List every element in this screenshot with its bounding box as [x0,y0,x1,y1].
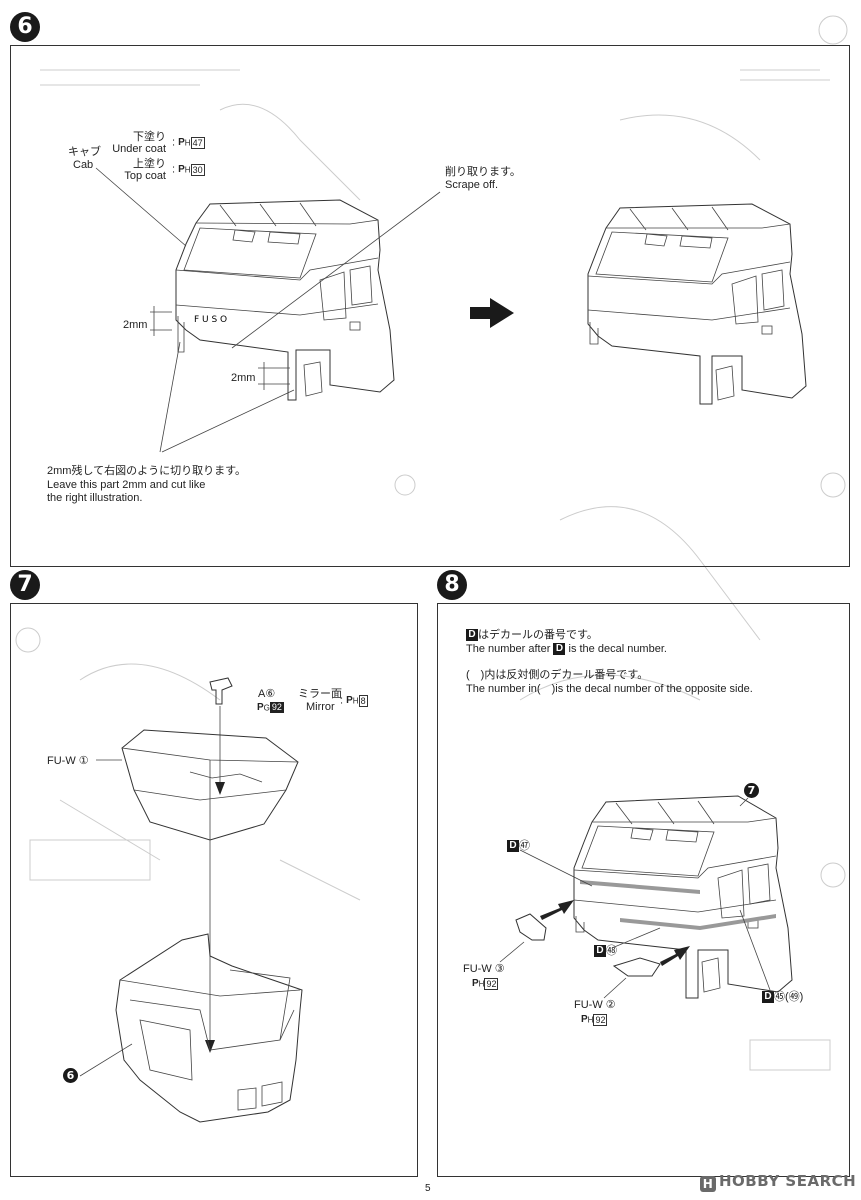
hobby-search-logo-icon: H [700,1176,716,1192]
leave-2mm-en-line2: the right illustration. [47,492,143,504]
fuw2-number: ② [605,999,616,1011]
decal-note-line2-jp: ( )内は反対側のデカール番号です。 [466,669,649,681]
part-a6-label: A⑥ [258,688,275,701]
watermark-text: HOBBY SEARCH [719,1172,857,1190]
step-7-number: 7 [10,570,40,600]
fuso-emblem-text: F U S O [194,315,227,325]
step-8-number: 8 [437,570,467,600]
dimension-2mm-lower: 2mm [231,372,256,384]
paint-p-icon: P [178,137,185,148]
decal-d-icon: D [507,840,519,853]
step-6-panel [10,45,850,567]
ref-step-6-marker: 6 [63,1068,78,1083]
mirror-code-box: 8 [358,694,368,707]
fuw3-label: FU-W ③ [463,963,505,976]
paint-g-sub: G [263,703,270,713]
leave-2mm-jp-label: 2mm残して右図のように切り取ります。 [47,465,247,477]
mirror-jp-label: ミラー面 [298,688,342,700]
decal-note-line1-en: The number after D is the decal number. [466,643,667,656]
step-6-number: 6 [10,12,40,42]
decal-note-line2-en: The number in( )is the decal number of t… [466,683,753,695]
fuw-number: ① [78,755,89,767]
finished-cab-drawing [573,795,793,999]
decal-note-en-pre: The number after [466,643,551,655]
paint-h-sub: H [352,696,359,706]
mirror-en-label: Mirror [306,701,335,713]
paint-h-sub: H [184,165,191,175]
fuw2-paint-code: 92 [593,1013,608,1026]
paint-p-icon: P [178,164,185,175]
paint-h-sub: H [184,138,191,148]
fuw2-label-text: FU-W [574,999,603,1011]
paint-p-icon: P [346,695,353,706]
leave-2mm-en-line1: Leave this part 2mm and cut like [47,479,206,491]
scrape-en-label: Scrape off. [445,179,498,191]
topcoat-en-label: Top coat [124,170,166,182]
paint-p-icon: P [257,702,264,713]
decal-note-jp-text: はデカールの番号です。 [478,629,598,641]
decal-d-icon: D [762,991,774,1004]
decal-48-number: ㊽ [606,945,617,957]
paint-h-sub: H [478,979,485,989]
paint-p-icon: P [472,978,479,989]
decal-d-icon: D [466,629,478,642]
fuw1-label: FU-W ① [47,755,89,768]
undercoat-jp-label: 下塗り [133,131,166,143]
part-a-number: ⑥ [265,688,276,700]
ref-step-7-marker: 7 [744,783,759,798]
fuw3-label-text: FU-W [463,963,492,975]
step-8-panel [437,603,850,1177]
decal-d-icon: D [553,643,566,656]
page-number: 5 [425,1183,431,1194]
right-arrow-icon [470,298,514,328]
decal-47-number: ㊼ [519,840,530,852]
decal-45-49-number: ㊺(㊾) [774,991,804,1003]
paint-h-sub: H [587,1015,594,1025]
fuw-label-text: FU-W [47,755,76,767]
fuw3-number: ③ [494,963,505,975]
scrape-jp-label: 削り取ります。 [445,166,521,178]
cab-en-label: Cab [73,159,94,171]
undercoat-code-box: 47 [190,136,205,149]
part-a-letter: A [258,688,266,700]
paint-p-icon: P [581,1014,588,1025]
cab-jp-label: キャブ [68,146,101,158]
topcoat-jp-label: 上塗り [133,158,166,170]
part-a-paint-code: 92 [269,702,284,713]
decal-d-icon: D [594,945,606,958]
cab-after-cut-drawing [587,203,807,405]
undercoat-en-label: Under coat [112,143,166,155]
decal-note-en-post: is the decal number. [568,643,667,655]
topcoat-code-box: 30 [190,163,205,176]
dimension-2mm-upper: 2mm [123,319,148,331]
fuw3-paint-code: 92 [484,977,499,990]
fuw2-label: FU-W ② [574,999,616,1012]
step-7-panel [10,603,418,1177]
